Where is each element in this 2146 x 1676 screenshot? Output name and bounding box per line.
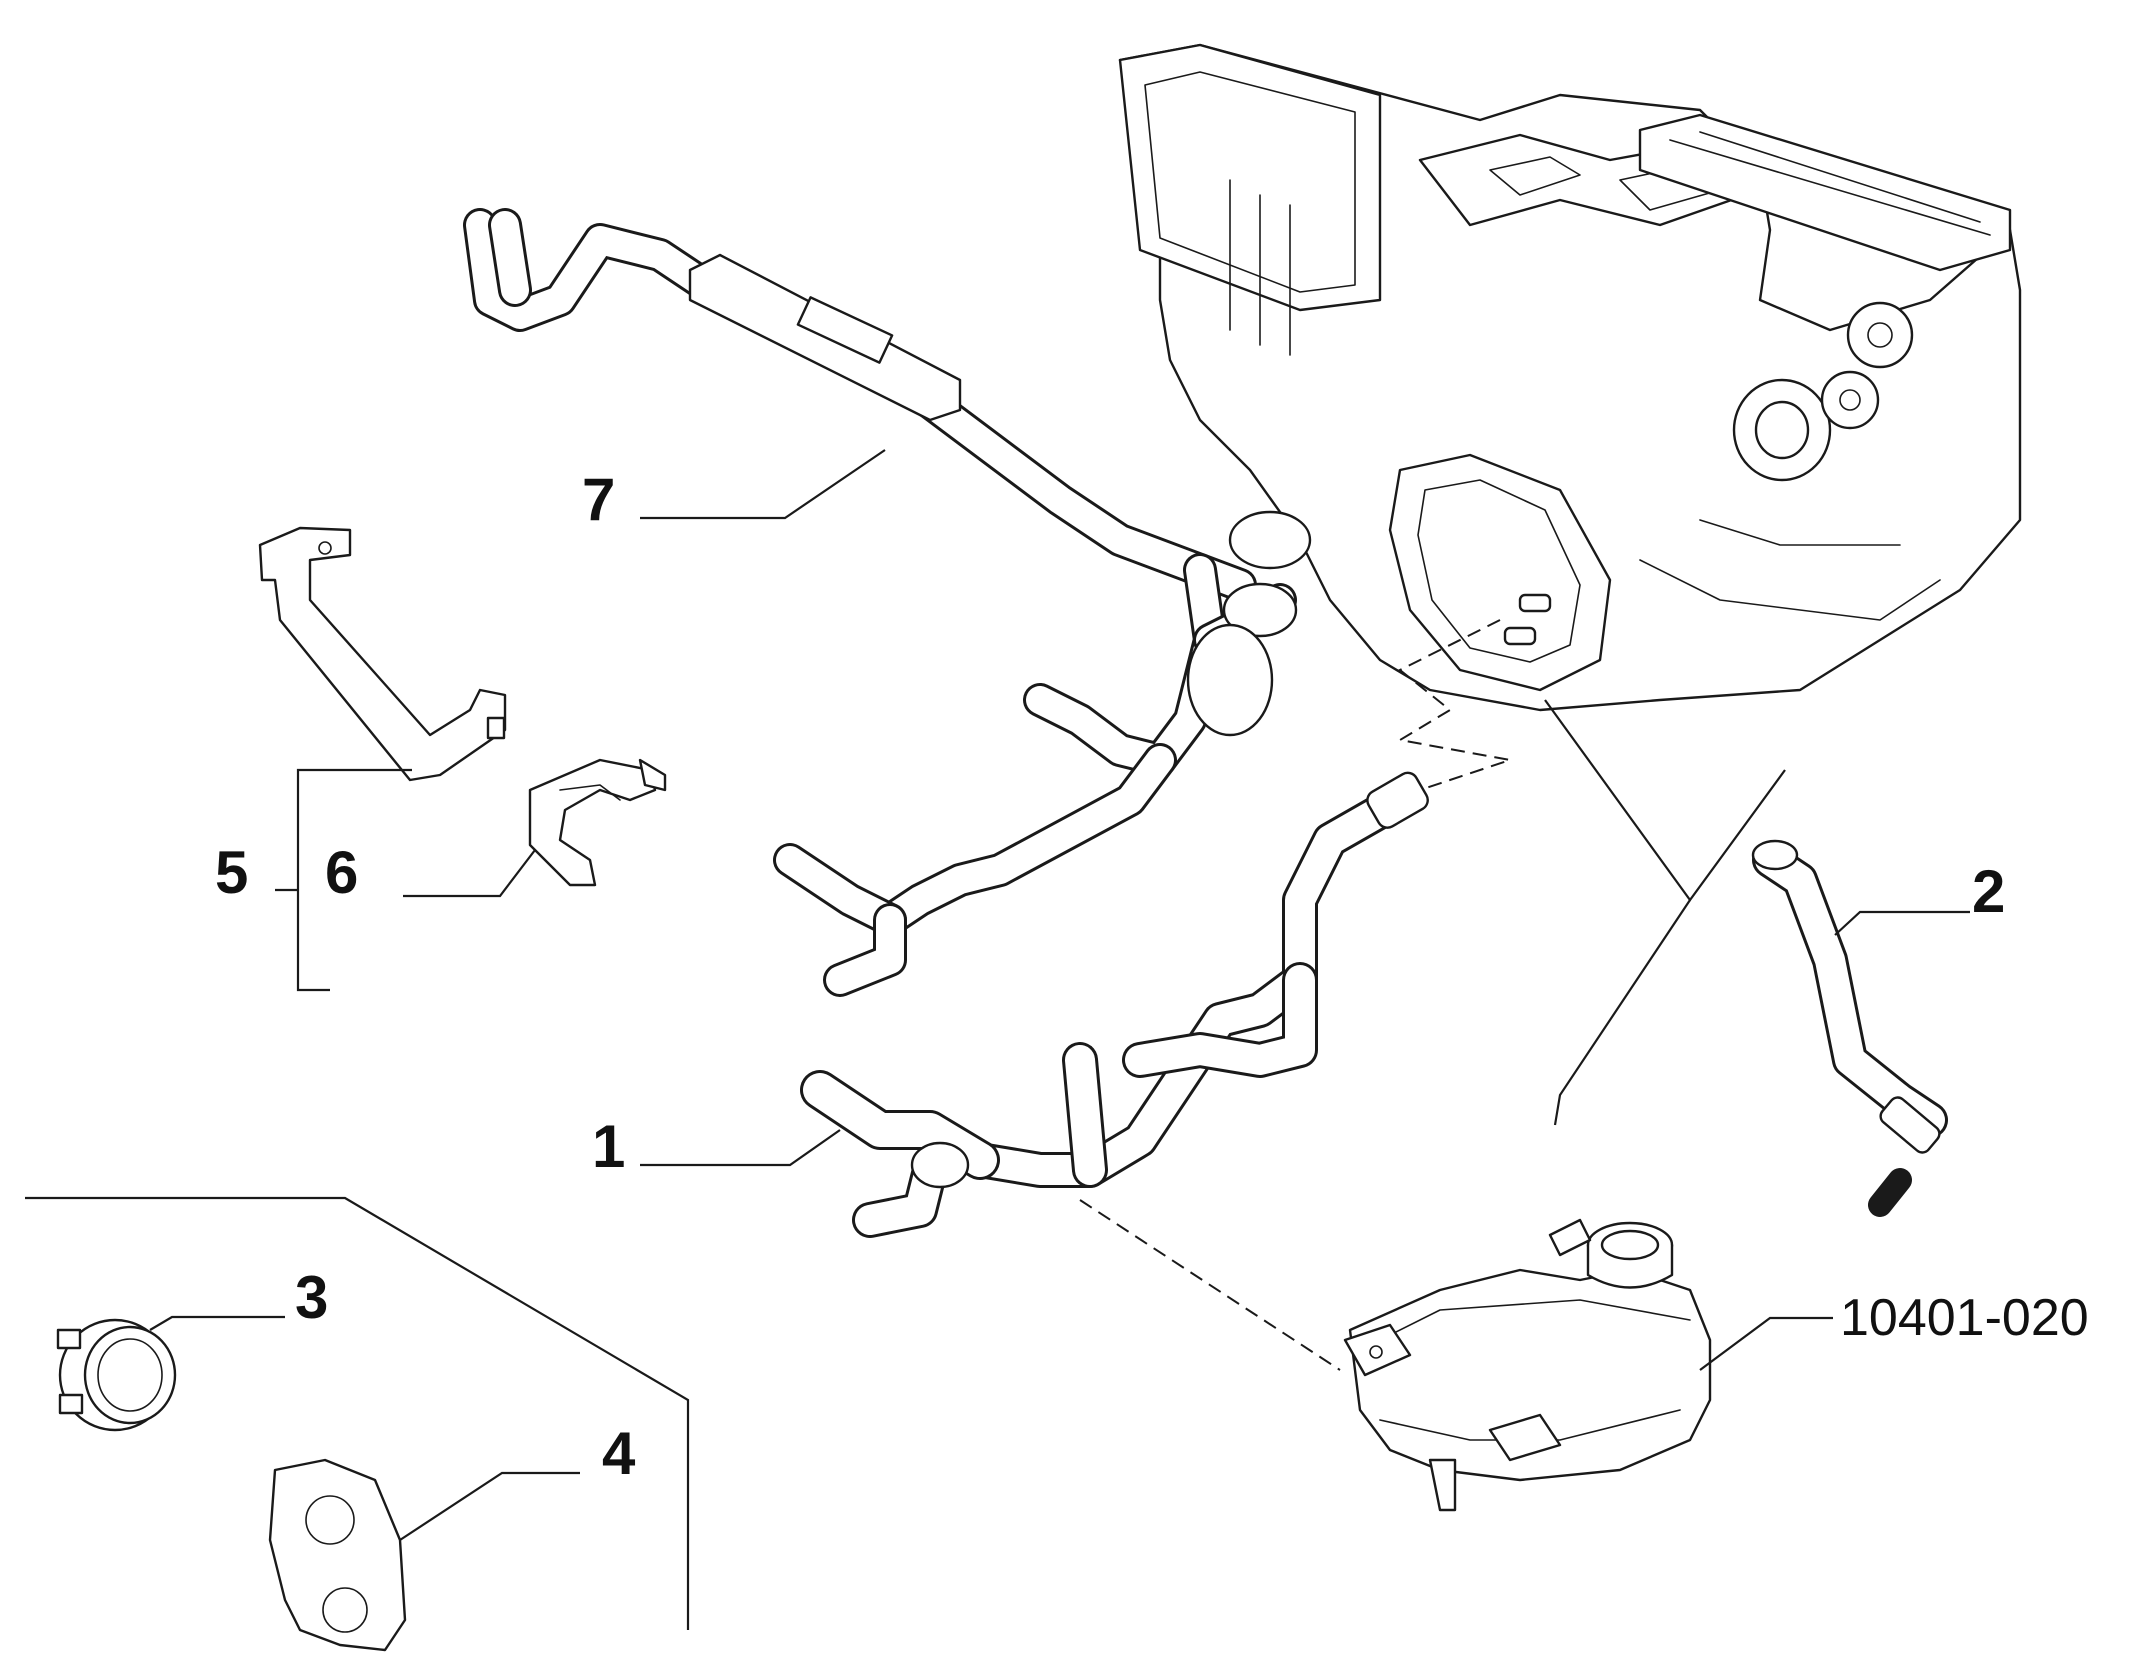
leader-lines [25, 449, 1970, 1630]
callout-4: 4 [602, 1420, 636, 1487]
part-5-bracket [258, 526, 507, 782]
coolant-reservoir [1343, 1218, 1712, 1512]
callout-6: 6 [325, 839, 358, 906]
callout-5: 5 [215, 839, 248, 906]
part-6-clip [528, 758, 667, 887]
part-2-hose [1751, 839, 1948, 1217]
part-7-hose-assembly [463, 208, 1312, 997]
part-4-holder [268, 1458, 407, 1652]
callout-1: 1 [592, 1113, 625, 1180]
heater-unit [1118, 43, 2022, 712]
reference-code: 10401-020 [1840, 1289, 2089, 1347]
part-1-hose [800, 771, 1429, 1238]
callout-3: 3 [295, 1264, 328, 1331]
callout-7: 7 [582, 466, 615, 533]
callout-2: 2 [1972, 858, 2005, 925]
part-3-ring-clamp [56, 1318, 177, 1432]
